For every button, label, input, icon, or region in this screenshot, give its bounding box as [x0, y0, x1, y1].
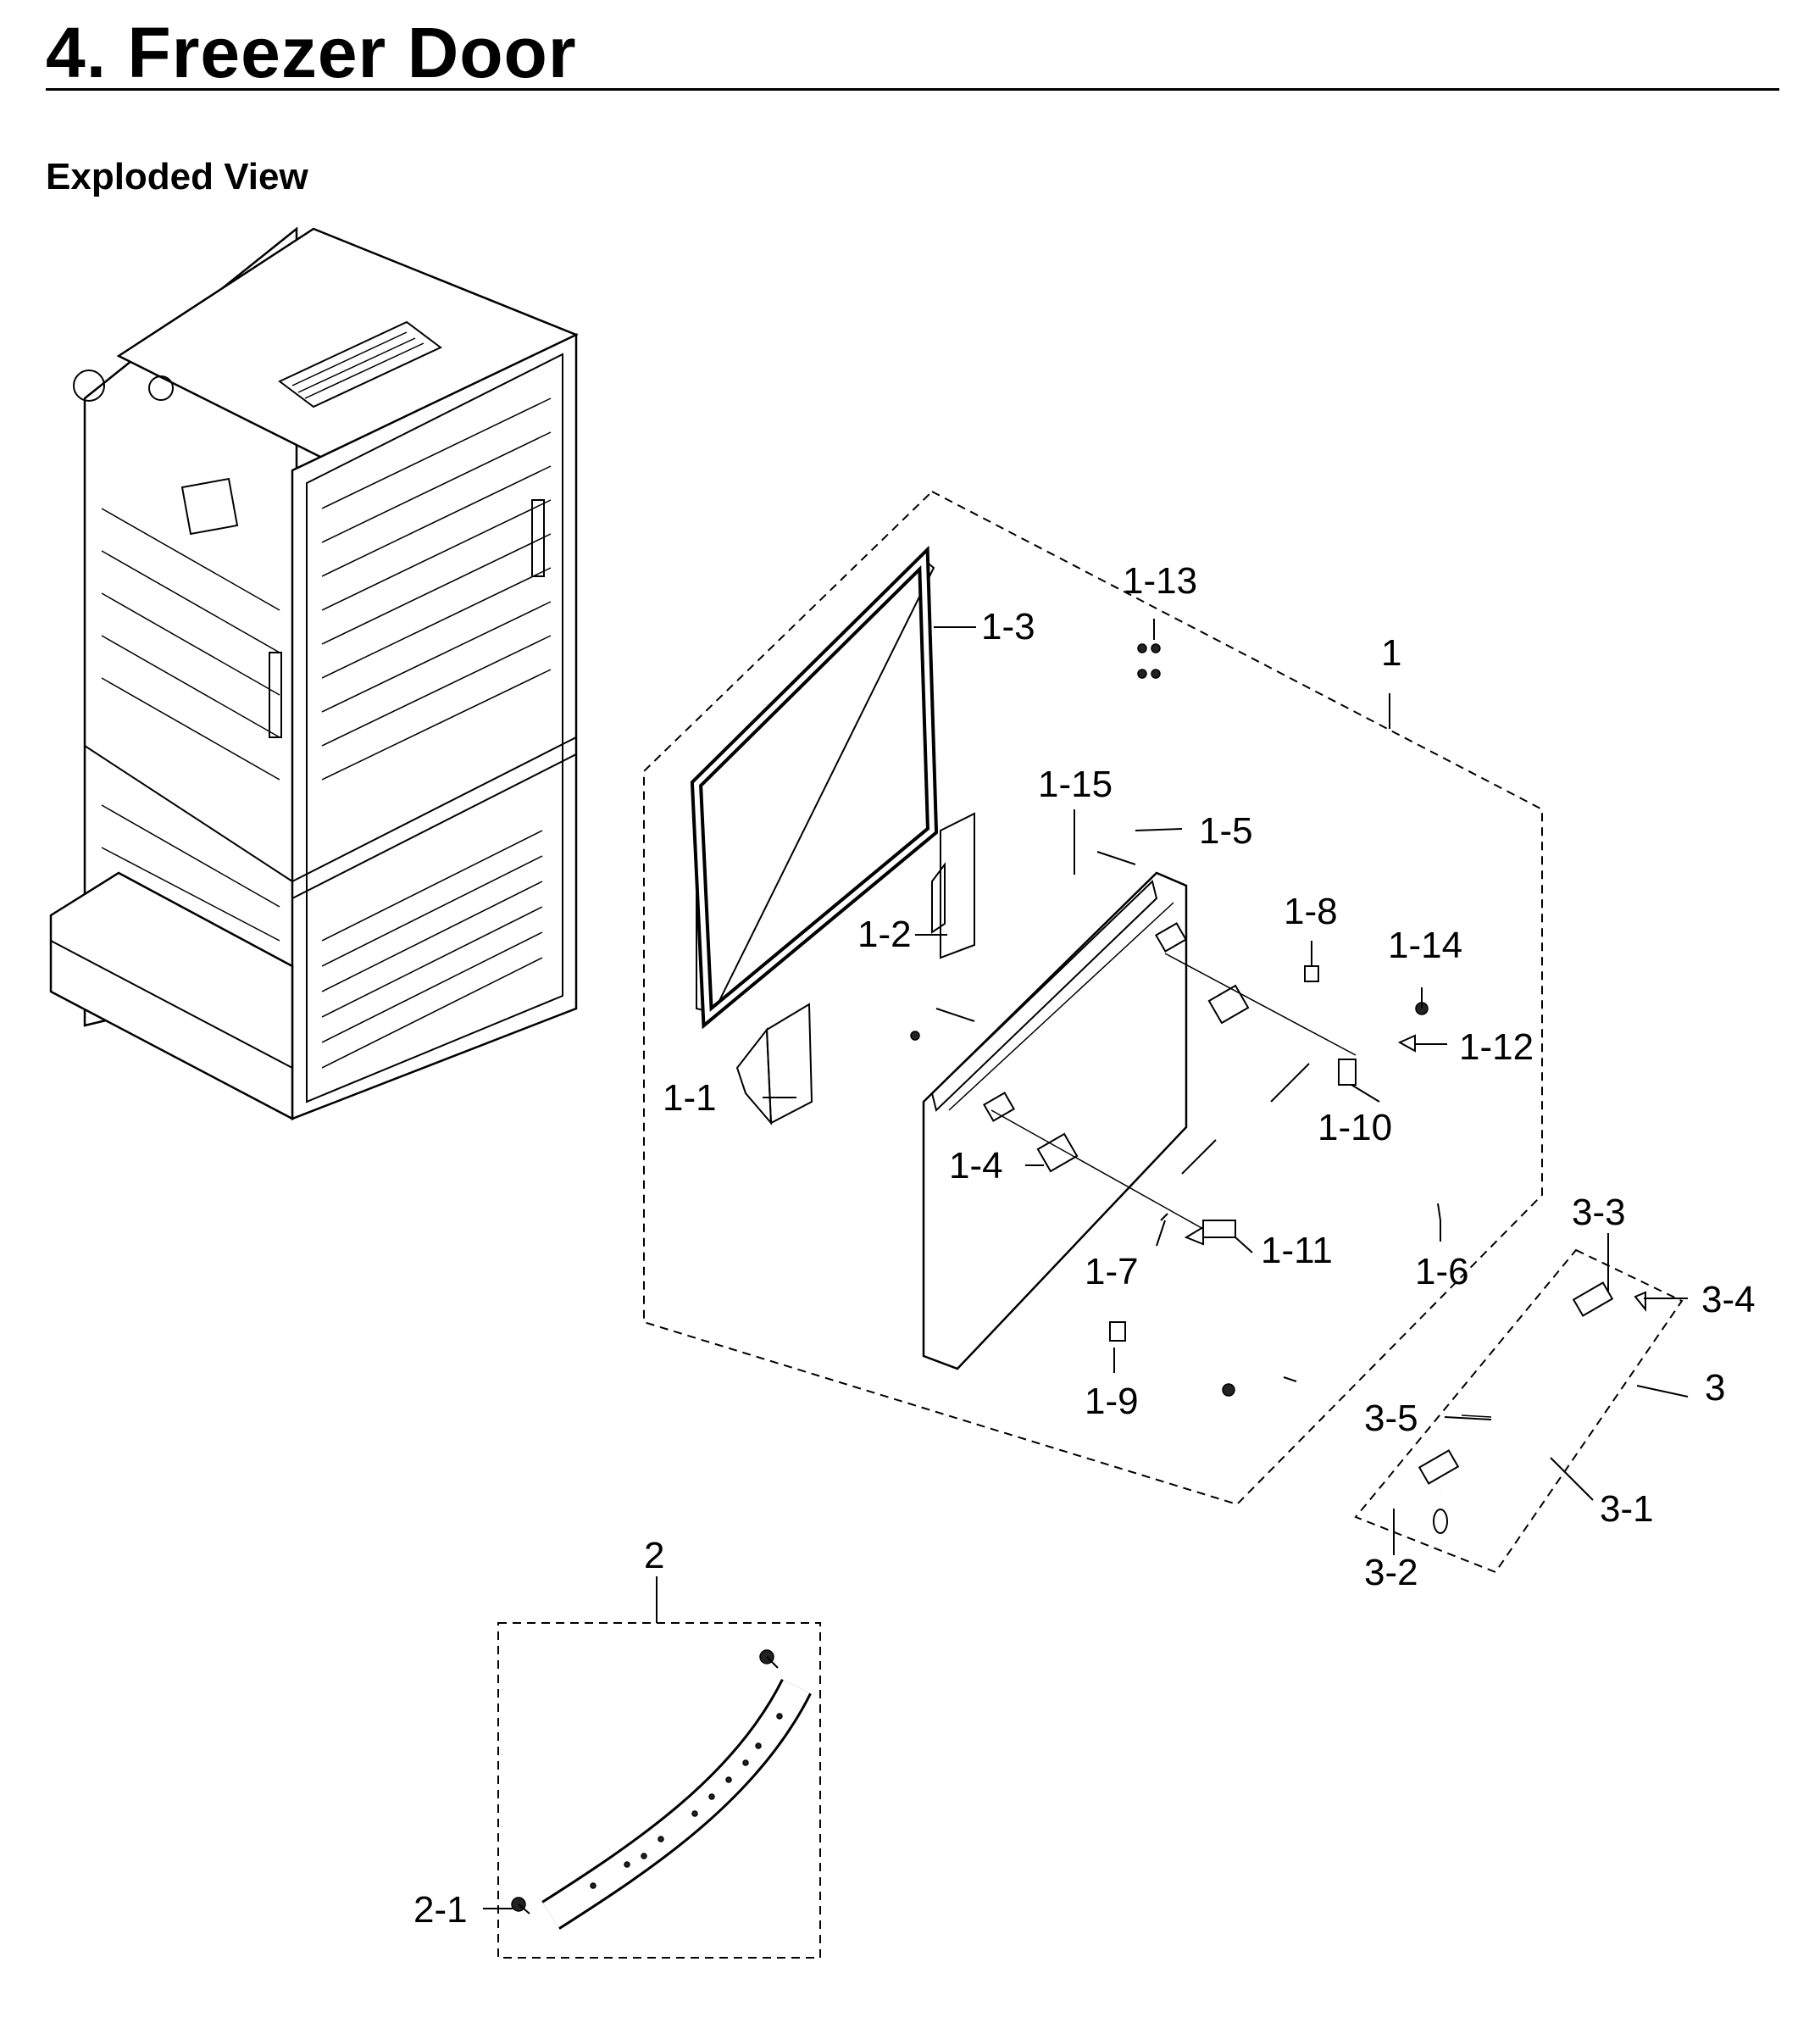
callout-2: 2	[644, 1535, 664, 1576]
callout-1-5: 1-5	[1199, 810, 1253, 852]
callout-3-4: 3-4	[1701, 1279, 1756, 1320]
small-parts	[910, 643, 1441, 1397]
callout-1-8: 1-8	[1284, 891, 1338, 932]
group-2-boundary	[497, 1622, 821, 1959]
callout-1-4: 1-4	[949, 1145, 1003, 1186]
callout-1-10: 1-10	[1318, 1107, 1392, 1148]
callout-labels: 1-3 1-13 1 1-15 1-5 1-2 1-8 1-14 1-12 1-…	[413, 560, 1756, 1931]
callout-1-1: 1-1	[663, 1077, 717, 1119]
callout-2-1: 2-1	[413, 1889, 468, 1931]
callout-3-5: 3-5	[1364, 1398, 1418, 1439]
callout-3-3: 3-3	[1572, 1192, 1626, 1233]
callout-1-7: 1-7	[1085, 1251, 1139, 1292]
door-trim-part	[511, 1649, 812, 1930]
freezer-door-panel	[922, 871, 1188, 1370]
callout-1-11: 1-11	[1261, 1230, 1333, 1271]
upper-hinge-part	[931, 812, 975, 959]
callout-1-6: 1-6	[1415, 1251, 1469, 1292]
refrigerator-cabinet	[49, 226, 579, 1121]
callout-1-14: 1-14	[1388, 925, 1462, 966]
callout-3-1: 3-1	[1600, 1488, 1654, 1530]
callout-1-9: 1-9	[1085, 1381, 1139, 1422]
callout-3-2: 3-2	[1364, 1552, 1418, 1593]
section-heading: Exploded View	[46, 156, 308, 197]
callout-1-3: 1-3	[981, 606, 1035, 647]
callout-1-15: 1-15	[1038, 764, 1113, 805]
title-rule	[46, 88, 1779, 91]
callout-1-12: 1-12	[1459, 1026, 1534, 1068]
lower-hinge-part	[735, 1003, 813, 1125]
group-3-boundary	[1354, 1248, 1684, 1574]
page-title: 4. Freezer Door	[46, 13, 577, 92]
door-gasket-part	[690, 545, 939, 1030]
callout-1-2: 1-2	[857, 914, 912, 955]
callout-1: 1	[1381, 632, 1401, 674]
leader-lines	[483, 619, 1689, 1909]
callout-1-13: 1-13	[1123, 560, 1197, 602]
callout-3: 3	[1705, 1367, 1725, 1409]
